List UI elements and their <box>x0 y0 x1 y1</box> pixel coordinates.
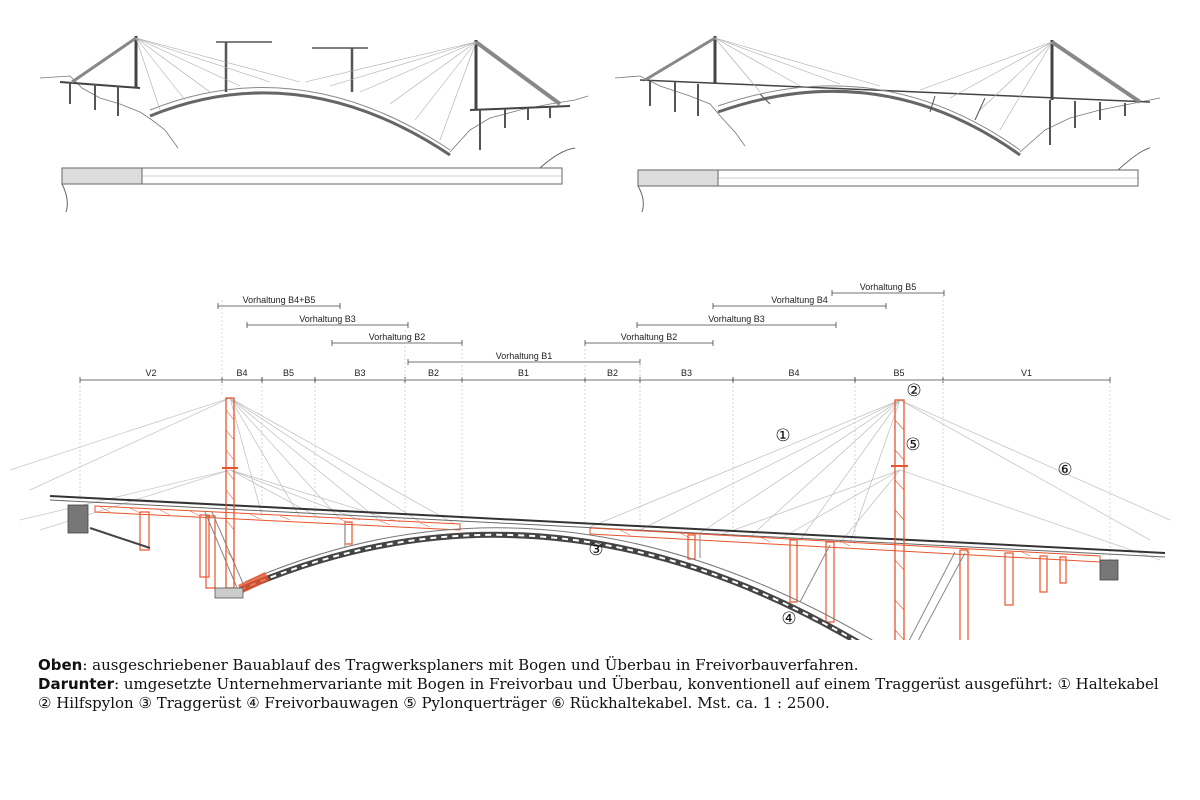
segment-label: B3 <box>681 368 692 378</box>
callout-marker: ③ <box>588 540 603 560</box>
vorhaltung-label: Vorhaltung B2 <box>621 332 678 342</box>
top-left-elevation <box>39 36 589 157</box>
segment-label: B5 <box>893 368 904 378</box>
vorhaltung-bar: Vorhaltung B3 <box>246 314 409 328</box>
segment: V2 <box>79 368 223 383</box>
top-right-elevation <box>614 36 1161 157</box>
vorhaltung-label: Vorhaltung B1 <box>496 351 553 361</box>
segment-label: B3 <box>354 368 365 378</box>
vorhaltung-bar: Vorhaltung B4+B5 <box>217 295 341 309</box>
segment-label: V1 <box>1021 368 1032 378</box>
main-elevation <box>9 296 1171 640</box>
vorhaltung-bar: Vorhaltung B2 <box>584 332 714 346</box>
caption-oben-text: : ausgeschriebener Bauablauf des Tragwer… <box>82 656 859 674</box>
segment-label: B5 <box>283 368 294 378</box>
segment: B4 <box>732 368 856 383</box>
segment-label: B2 <box>607 368 618 378</box>
segment: B4 <box>221 368 263 383</box>
vorhaltung-bar: Vorhaltung B5 <box>831 282 945 296</box>
callout-marker: ⑥ <box>1057 460 1072 480</box>
vorhaltung-bar: Vorhaltung B2 <box>331 332 463 346</box>
segment-label: V2 <box>145 368 156 378</box>
callout-marker: ① <box>775 426 790 446</box>
caption-darunter-text: : umgesetzte Unternehmervariante mit Bog… <box>38 675 1159 712</box>
segment-label: B4 <box>236 368 247 378</box>
segment: B3 <box>314 368 406 383</box>
vorhaltung-label: Vorhaltung B4 <box>771 295 828 305</box>
segment: B3 <box>639 368 734 383</box>
segment: B2 <box>584 368 641 383</box>
segment: B2 <box>404 368 463 383</box>
callout-markers: ① ② ③ ④ ⑤ ⑥ <box>588 381 1072 629</box>
segment-label: B1 <box>518 368 529 378</box>
vorhaltung-label: Vorhaltung B2 <box>369 332 426 342</box>
callout-marker: ④ <box>781 609 796 629</box>
figure-caption: Oben: ausgeschriebener Bauablauf des Tra… <box>38 656 1168 713</box>
segment: B1 <box>461 368 586 383</box>
top-left-plan <box>61 147 576 213</box>
caption-darunter-label: Darunter <box>38 675 115 693</box>
segment-ruler: V2 B4 B5 B3 B2 B1 B2 B3 B4 B5 V1 <box>79 368 1111 383</box>
segment-label: B2 <box>428 368 439 378</box>
vorhaltung-bar: Vorhaltung B3 <box>636 314 837 328</box>
vorhaltung-label: Vorhaltung B4+B5 <box>243 295 316 305</box>
segment: B5 <box>854 368 944 383</box>
vorhaltung-label: Vorhaltung B3 <box>299 314 356 324</box>
vorhaltung-bar: Vorhaltung B1 <box>407 351 641 365</box>
vorhaltung-label: Vorhaltung B3 <box>708 314 765 324</box>
callout-marker: ⑤ <box>905 435 920 455</box>
callout-marker: ② <box>906 381 921 401</box>
segment-label: B4 <box>788 368 799 378</box>
segment: V1 <box>942 368 1111 383</box>
vorhaltung-label: Vorhaltung B5 <box>860 282 917 292</box>
vorhaltung-bar: Vorhaltung B4 <box>712 295 887 309</box>
caption-oben-label: Oben <box>38 656 83 674</box>
top-right-plan <box>637 147 1151 213</box>
segment: B5 <box>261 368 316 383</box>
